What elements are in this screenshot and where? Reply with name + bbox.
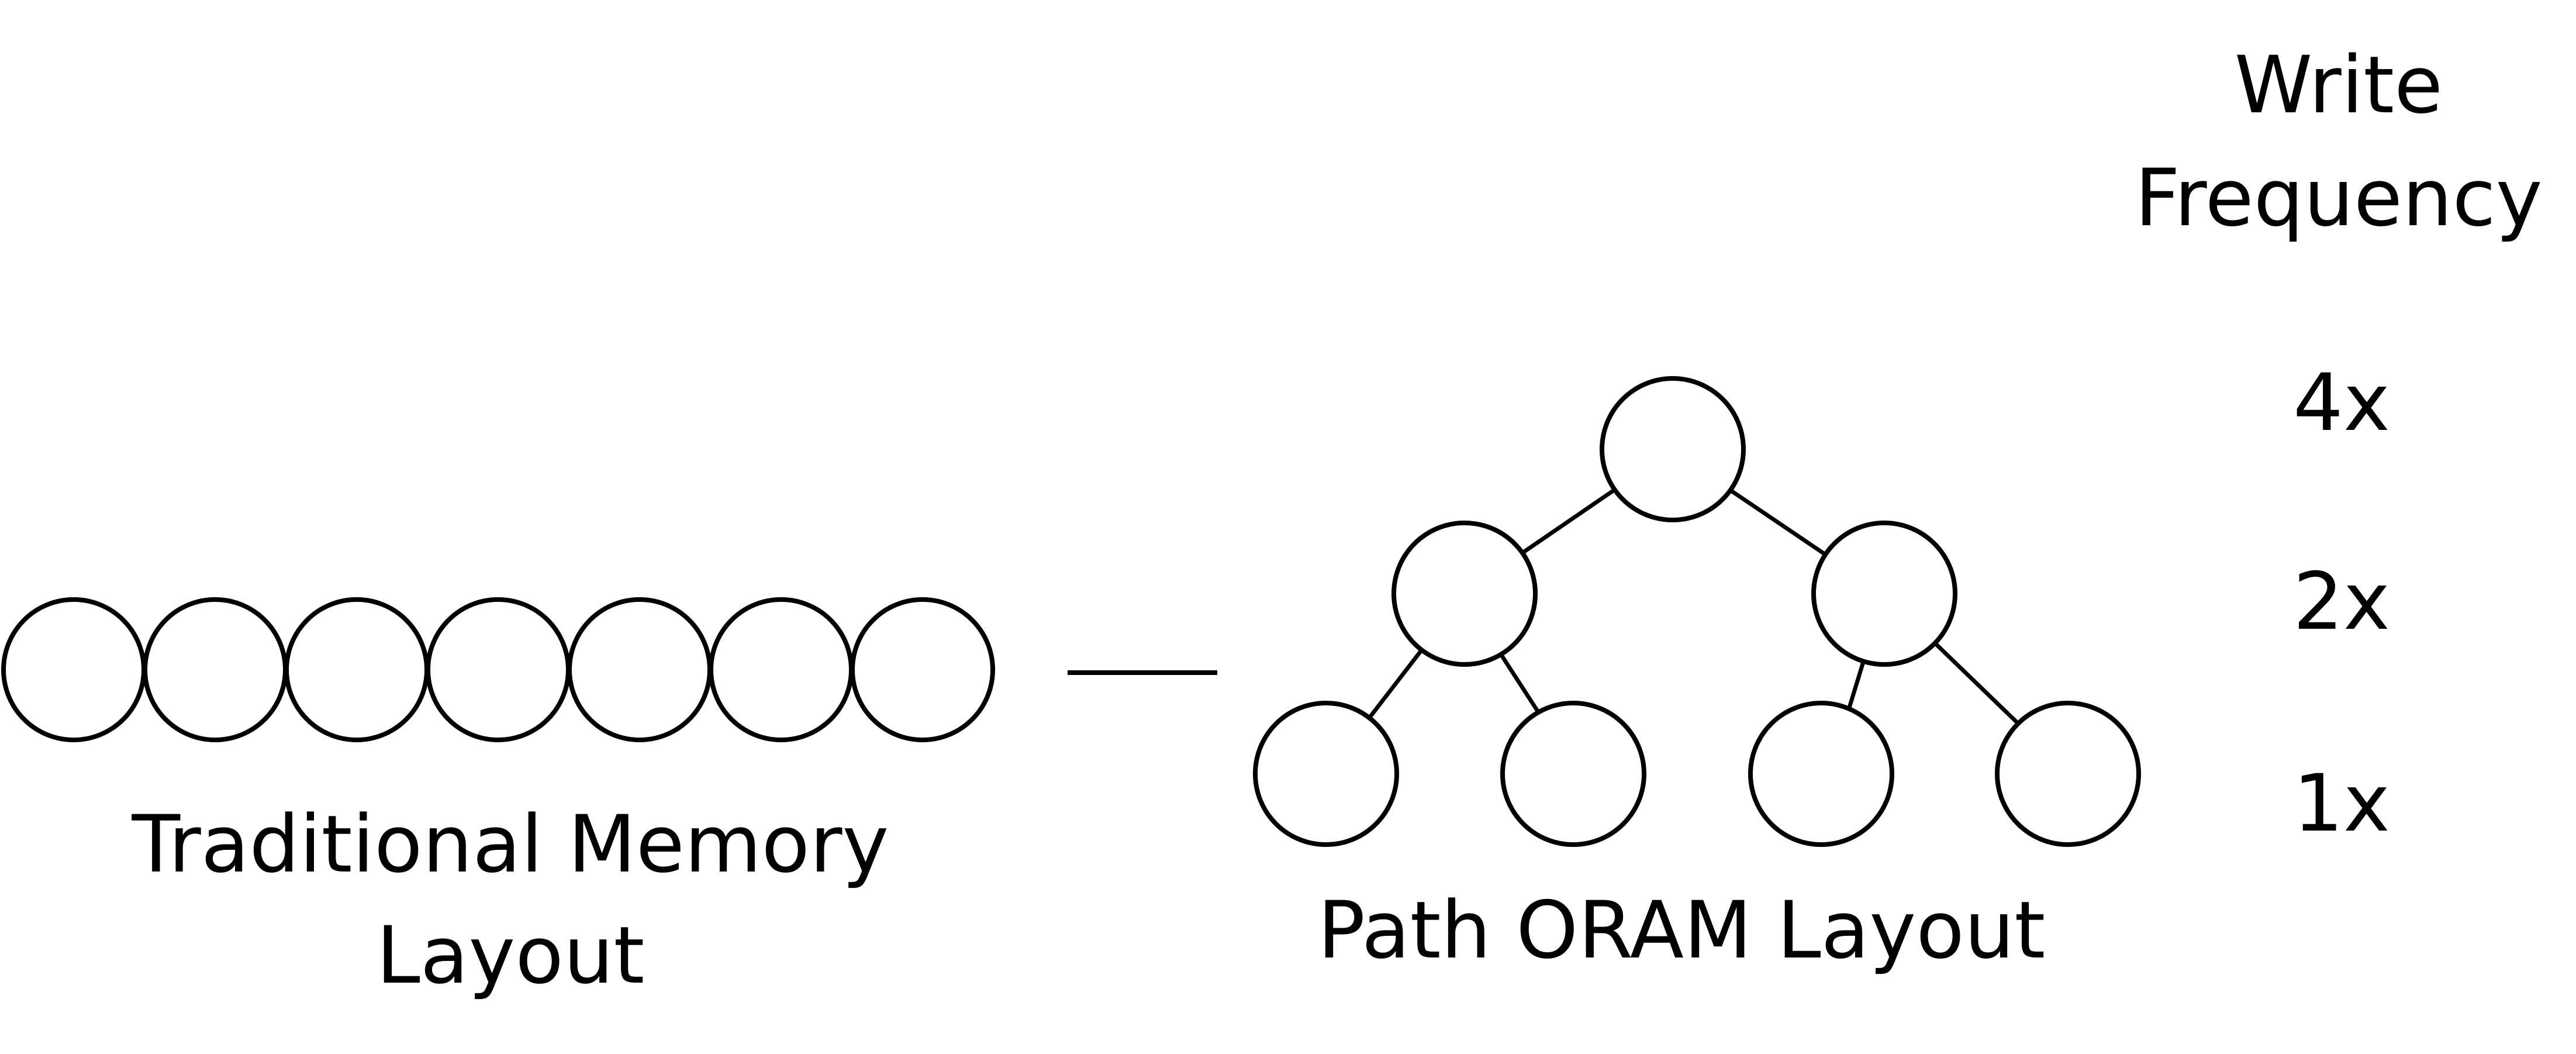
tree-node-leaf-2 — [1500, 701, 1646, 847]
memory-block-4 — [426, 597, 571, 742]
tree-edge-root-left — [1516, 486, 1619, 558]
tree-edge-root-right — [1727, 487, 1831, 559]
tree-node-root — [1600, 376, 1746, 522]
path-oram-layout-label: Path ORAM Layout — [1318, 884, 2046, 976]
traditional-layout-label-line2: Layout — [377, 910, 645, 1001]
memory-block-1 — [1, 597, 146, 742]
memory-block-5 — [567, 597, 712, 742]
tree-edges — [1366, 486, 2022, 728]
tree-edge-left-leaf2 — [1499, 653, 1542, 717]
memory-block-2 — [143, 597, 288, 742]
tree-node-leaf-4 — [1995, 701, 2141, 847]
tree-node-level2-left — [1391, 521, 1538, 667]
traditional-memory-row — [1, 597, 995, 742]
memory-block-6 — [709, 597, 854, 742]
frequency-2x-label: 2x — [2293, 556, 2390, 647]
frequency-1x-label: 1x — [2293, 757, 2390, 849]
write-frequency-title-line2: Frequency — [2135, 152, 2542, 244]
memory-block-7 — [850, 597, 995, 742]
traditional-layout-label-line1: Traditional Memory — [132, 798, 889, 890]
tree-node-level2-right — [1811, 521, 1957, 667]
tree-node-leaf-1 — [1253, 701, 1399, 847]
tree-edge-right-leaf4 — [1933, 641, 2022, 728]
path-oram-tree — [1253, 376, 2141, 847]
tree-edge-left-leaf1 — [1366, 648, 1424, 722]
memory-block-3 — [284, 597, 429, 742]
tree-edge-right-leaf3 — [1847, 656, 1867, 710]
tree-node-leaf-3 — [1748, 701, 1894, 847]
write-frequency-title-line1: Write — [2235, 39, 2443, 131]
frequency-4x-label: 4x — [2293, 357, 2390, 449]
